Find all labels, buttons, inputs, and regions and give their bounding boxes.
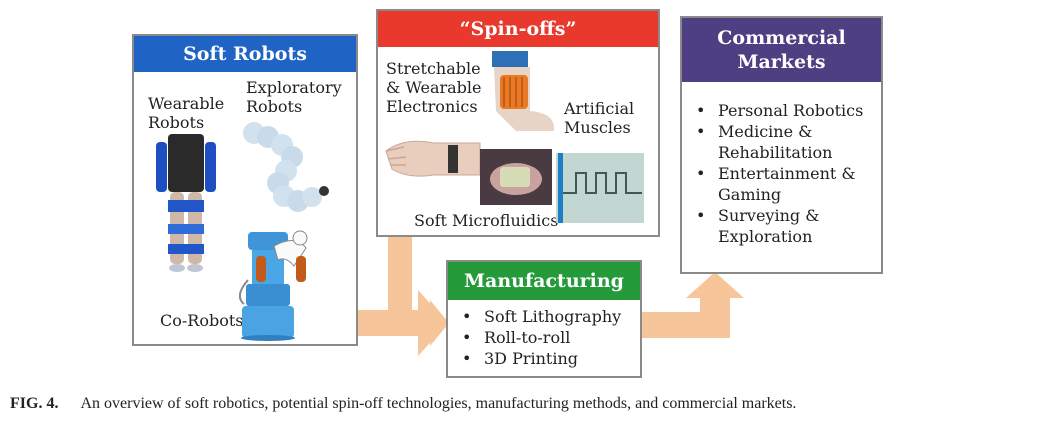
soft-microfluidics-image: [480, 149, 552, 205]
arrow-manufacturing-to-markets: [640, 272, 744, 338]
market-item: •Entertainment & Gaming: [696, 164, 856, 204]
exploratory-robots-label: Exploratory Robots: [246, 78, 342, 116]
figure-number: FIG. 4.: [10, 395, 59, 412]
exploratory-robot-image: [243, 122, 329, 212]
artificial-muscles-label: Artificial Muscles: [564, 99, 635, 137]
commercial-markets-box: Commercial Markets •Personal Robotics •M…: [680, 16, 883, 274]
manufacturing-box: Manufacturing •Soft Lithography •Roll-to…: [446, 260, 642, 378]
stretchable-electronics-label: Stretchable & Wearable Electronics: [386, 59, 482, 116]
soft-robots-header: Soft Robots: [134, 36, 356, 72]
manufacturing-item: •3D Printing: [462, 349, 579, 368]
wearable-robot-image: [156, 134, 216, 272]
figure-caption: FIG. 4. An overview of soft robotics, pot…: [10, 395, 796, 413]
manufacturing-list: •Soft Lithography •Roll-to-roll •3D Prin…: [458, 306, 621, 369]
co-robot-image: [238, 230, 308, 341]
caption-text: An overview of soft robotics, potential …: [80, 395, 797, 412]
manufacturing-header: Manufacturing: [448, 262, 640, 300]
artificial-muscle-image: [492, 51, 555, 131]
market-item: •Personal Robotics: [696, 101, 864, 120]
market-item: •Medicine & Rehabilitation: [696, 122, 833, 162]
soft-microfluidics-label: Soft Microfluidics: [414, 211, 559, 230]
arrow-spinoffs-to-manufacturing: [388, 236, 449, 346]
microfluidic-channel-image: [556, 153, 644, 223]
commercial-markets-header: Commercial Markets: [682, 18, 881, 82]
stretchable-electronics-image: [385, 140, 481, 177]
manufacturing-item: •Roll-to-roll: [462, 328, 571, 347]
soft-robots-box: Soft Robots Wearable Robots Exploratory …: [132, 34, 358, 346]
spinoffs-header: “Spin-offs”: [378, 11, 658, 47]
commercial-markets-list: •Personal Robotics •Medicine & Rehabilit…: [692, 100, 878, 247]
wearable-robots-label: Wearable Robots: [148, 94, 225, 132]
spinoffs-box: “Spin-offs” Stretchable & Wearable Elect…: [376, 9, 660, 237]
manufacturing-item: •Soft Lithography: [462, 307, 622, 326]
market-item: •Surveying & Exploration: [696, 206, 820, 246]
co-robots-label: Co-Robots: [160, 311, 244, 330]
